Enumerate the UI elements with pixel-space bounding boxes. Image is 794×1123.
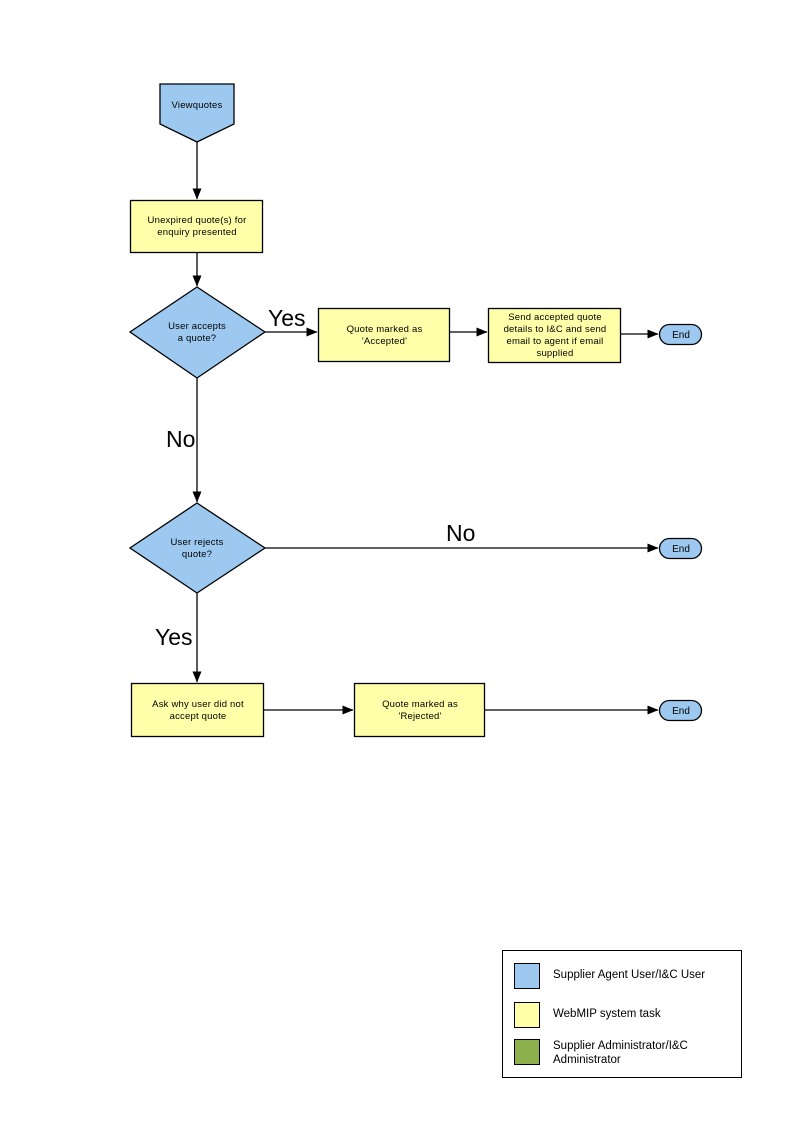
node-accepts-shape[interactable] (128, 286, 267, 379)
node-end1-label: End (672, 329, 690, 341)
node-end2-shape[interactable] (658, 537, 703, 560)
legend-item-webmip-system-task: WebMIP system task (514, 1002, 661, 1028)
edge-label-yes-accepts: Yes (268, 305, 306, 331)
node-senddetails-shape[interactable] (487, 307, 622, 364)
node-end1-shape[interactable] (658, 323, 703, 346)
legend-label-supplier-agent-user: Supplier Agent User/I&C User (553, 969, 706, 981)
node-start-shape[interactable] (159, 83, 235, 143)
node-end2-label: End (672, 543, 690, 555)
legend-swatch-green (514, 1039, 540, 1065)
legend-item-supplier-administrator: Supplier Administrator/I&C Administrator (514, 1039, 688, 1067)
edge-label-no-rejects: No (446, 520, 476, 546)
node-rejected-shape[interactable] (353, 682, 486, 738)
legend-item-supplier-agent-user: Supplier Agent User/I&C User (514, 963, 705, 989)
edge-label-yes-rejects: Yes (155, 624, 193, 650)
legend-swatch-blue (514, 963, 540, 989)
legend-label-supplier-administrator: Supplier Administrator/I&C Administrator (553, 1040, 688, 1066)
legend-swatch-yellow (514, 1002, 540, 1028)
node-accepted-shape[interactable] (317, 307, 451, 363)
node-askwhy-shape[interactable] (130, 682, 265, 738)
node-end3-shape[interactable] (658, 699, 703, 722)
legend-panel: Supplier Agent User/I&C User WebMIP syst… (502, 950, 742, 1078)
node-quotes-shape[interactable] (129, 199, 264, 254)
legend-label-webmip-system-task: WebMIP system task (553, 1008, 661, 1020)
edge-label-no-accepts: No (166, 426, 196, 452)
node-rejects-shape[interactable] (128, 502, 267, 594)
node-end3-label: End (672, 705, 690, 717)
